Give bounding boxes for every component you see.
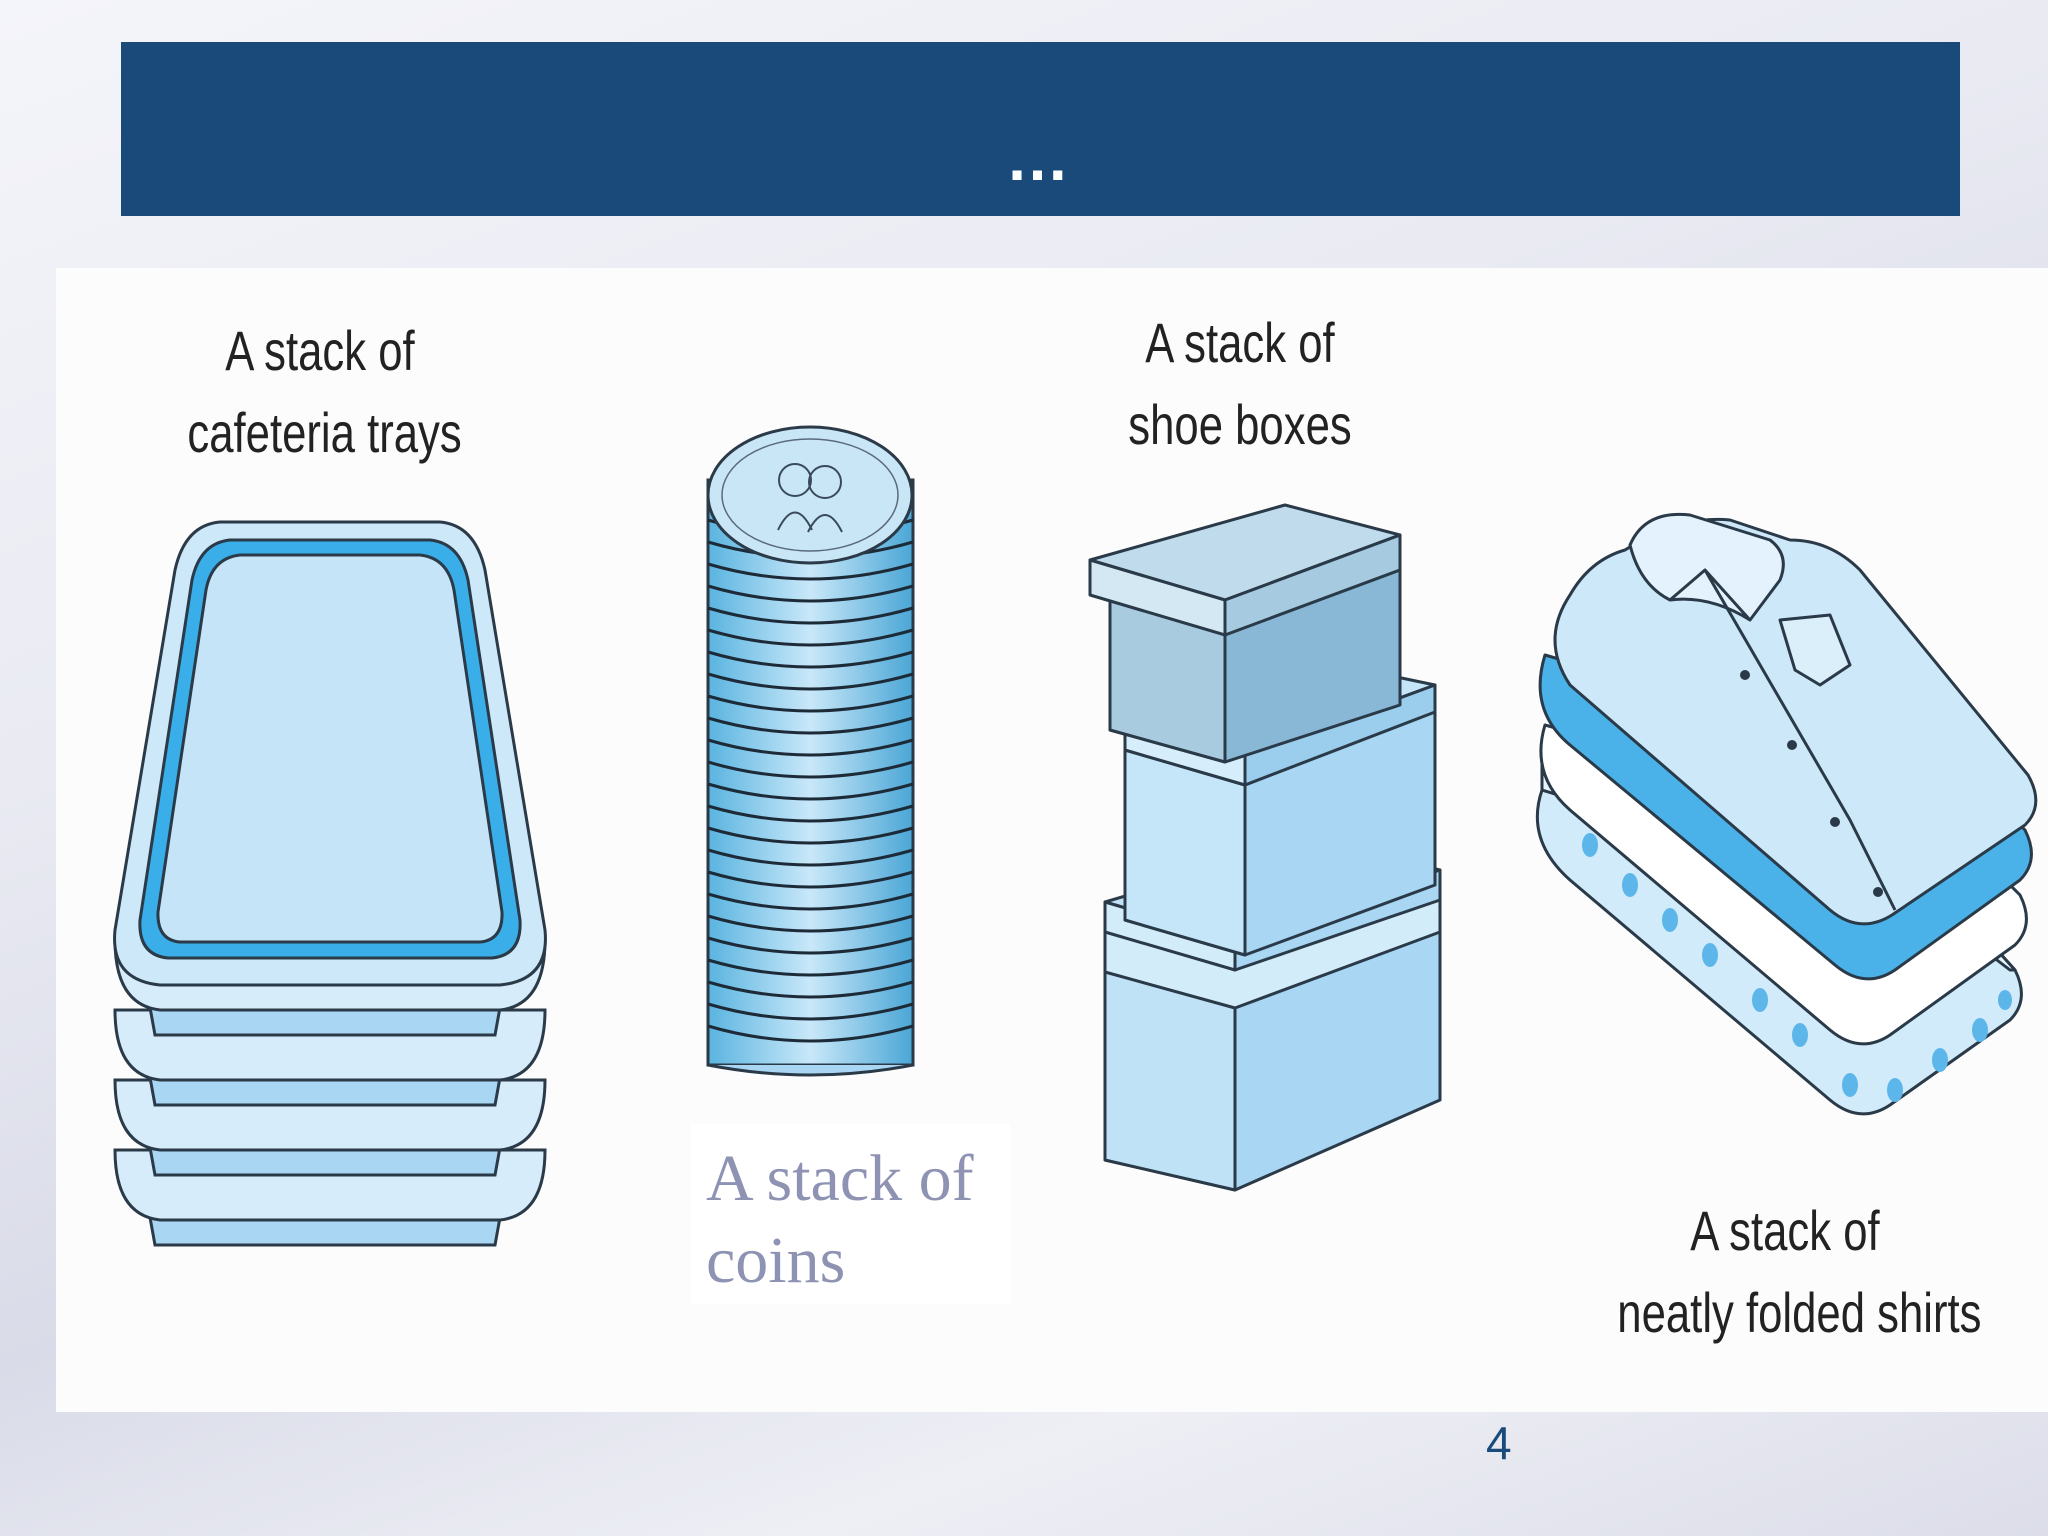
boxes-label: A stack of shoe boxes	[1115, 302, 1365, 466]
coins-label: A stack of coins	[706, 1138, 974, 1302]
boxes-illustration	[1088, 503, 1442, 1192]
coins-label-background	[690, 1124, 1010, 1304]
boxes-label-line1: A stack of	[1145, 311, 1335, 374]
page-number: 4	[1486, 1417, 1512, 1469]
shirts-illustration	[1535, 512, 2038, 1116]
slide-title: …	[1005, 122, 1076, 194]
trays-label-line1: A stack of	[225, 319, 415, 382]
coins-label-line2: coins	[706, 1224, 846, 1297]
shirts-label-line2: neatly folded shirts	[1617, 1281, 1982, 1344]
title-bar: …	[121, 42, 1960, 216]
trays-label: A stack of cafeteria trays	[187, 310, 462, 474]
coins-illustration	[706, 425, 915, 1077]
trays-illustration	[113, 520, 547, 1247]
coins-label-line1: A stack of	[706, 1142, 974, 1215]
boxes-label-line2: shoe boxes	[1128, 393, 1352, 456]
shirts-label: A stack of neatly folded shirts	[1617, 1190, 1982, 1354]
shirts-label-line1: A stack of	[1690, 1199, 1880, 1262]
trays-label-line2: cafeteria trays	[187, 401, 462, 464]
